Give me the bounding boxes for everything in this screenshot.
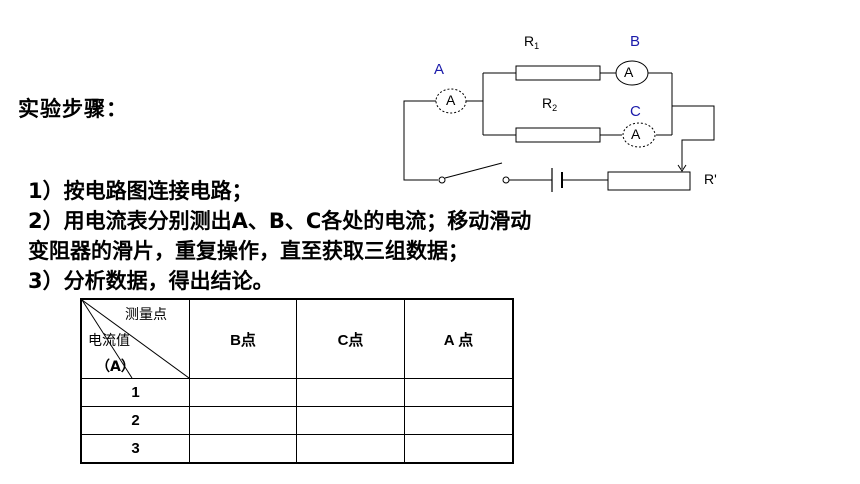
meter-a-label: A	[446, 92, 456, 108]
rheostat	[607, 171, 691, 191]
table-cell[interactable]	[189, 434, 297, 464]
r1-label: R1	[524, 33, 539, 51]
corner-cell: 测量点 电流值 （A）	[80, 298, 190, 379]
table-cell[interactable]	[404, 434, 514, 464]
wire-to-slider	[672, 105, 715, 169]
table-cell[interactable]	[404, 406, 514, 435]
table-cell[interactable]	[296, 406, 405, 435]
ammeter-b	[615, 60, 649, 86]
meter-b-label: A	[624, 64, 634, 80]
table-cell[interactable]	[296, 434, 405, 464]
corner-unit: （A）	[96, 359, 135, 375]
resistor-r1	[515, 65, 601, 81]
column-header-a: A 点	[404, 298, 514, 379]
rheostat-label: R'	[704, 171, 717, 187]
circuit-diagram: A A A A B C R1 R2 R'	[403, 33, 717, 192]
row-label: 2	[80, 406, 190, 435]
point-a-label: A	[434, 61, 444, 78]
wire-left	[403, 100, 438, 181]
table-row: 1	[80, 378, 514, 407]
corner-measure-point: 测量点	[125, 307, 167, 323]
step-1: 1）按电路图连接电路；	[28, 179, 253, 203]
row-label: 3	[80, 434, 190, 464]
ammeter-c	[622, 122, 656, 148]
data-table: 测量点 电流值 （A） B点 C点 A 点 1 2 3	[80, 298, 514, 464]
meter-c-label: A	[631, 126, 641, 142]
r2-label: R2	[542, 95, 557, 113]
switch-right-terminal	[502, 176, 510, 184]
switch-blade	[444, 162, 503, 179]
table-cell[interactable]	[296, 378, 405, 407]
table-header-row: 测量点 电流值 （A） B点 C点 A 点	[80, 298, 514, 379]
table-cell[interactable]	[404, 378, 514, 407]
point-c-label: C	[630, 103, 641, 120]
switch-left-terminal	[438, 176, 446, 184]
resistor-r2	[515, 127, 601, 143]
table-cell[interactable]	[189, 406, 297, 435]
table-cell[interactable]	[189, 378, 297, 407]
point-b-label: B	[630, 33, 640, 50]
section-heading: 实验步骤：	[18, 97, 128, 121]
step-3: 3）分析数据，得出结论。	[28, 269, 274, 293]
ammeter-a	[435, 88, 467, 114]
step-2: 2）用电流表分别测出A、B、C各处的电流；移动滑动	[28, 209, 532, 233]
table-row: 3	[80, 434, 514, 464]
column-header-c: C点	[296, 298, 405, 379]
corner-current-value: 电流值	[88, 333, 130, 349]
corner-diagonals	[82, 300, 189, 378]
steps-list: 1）按电路图连接电路； 2）用电流表分别测出A、B、C各处的电流；移动滑动 变阻…	[28, 176, 628, 296]
table-row: 2	[80, 406, 514, 435]
row-label: 1	[80, 378, 190, 407]
step-2-continued: 变阻器的滑片，重复操作，直至获取三组数据；	[28, 239, 469, 263]
column-header-b: B点	[189, 298, 297, 379]
